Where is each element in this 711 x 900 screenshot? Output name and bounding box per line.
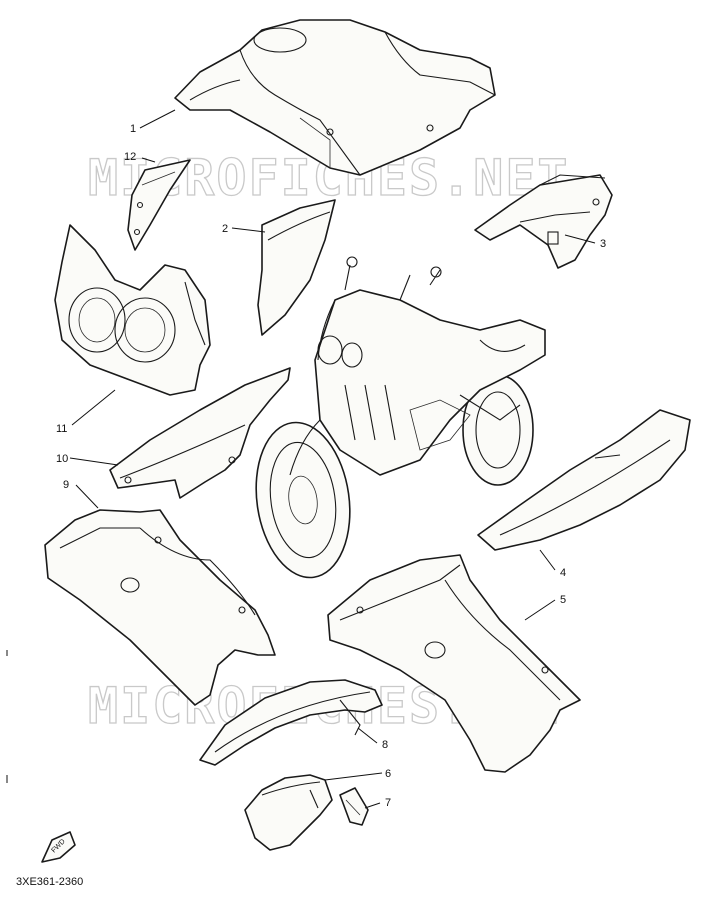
part-4-side-cover bbox=[477, 409, 691, 551]
callout-4: 4 bbox=[560, 567, 566, 579]
part-1-tank-cover bbox=[174, 19, 496, 176]
callout-1: 1 bbox=[130, 123, 136, 135]
part-3-seat-cowl bbox=[474, 174, 613, 269]
motorcycle-assembled-view bbox=[255, 256, 546, 579]
fwd-arrow-icon: FWD bbox=[41, 831, 76, 863]
callout-11: 11 bbox=[56, 423, 67, 435]
part-10-side-cover bbox=[109, 367, 291, 499]
callout-12: 12 bbox=[124, 151, 136, 163]
drawing-code: 3XE361-2360 bbox=[16, 876, 84, 888]
callout-5: 5 bbox=[560, 594, 566, 606]
part-7-bracket bbox=[339, 787, 369, 826]
part-2-screen bbox=[257, 199, 336, 336]
part-6-rear-fender bbox=[244, 774, 333, 851]
callout-3: 3 bbox=[600, 238, 606, 250]
callout-6: 6 bbox=[385, 768, 391, 780]
part-8-front-fender bbox=[199, 679, 383, 766]
callout-9: 9 bbox=[63, 479, 69, 491]
callout-10: 10 bbox=[56, 453, 68, 465]
part-12-inner-panel bbox=[127, 159, 191, 251]
part-9-lower-fairing-left bbox=[44, 509, 276, 706]
callout-8: 8 bbox=[382, 739, 388, 751]
callout-labels: 1 2 3 4 5 6 7 8 9 10 11 12 bbox=[56, 123, 606, 809]
part-11-front-fairing bbox=[54, 224, 211, 396]
leader-lines bbox=[69, 109, 596, 809]
part-5-lower-fairing-right bbox=[327, 554, 581, 773]
callout-7: 7 bbox=[385, 797, 391, 809]
callout-2: 2 bbox=[222, 223, 228, 235]
